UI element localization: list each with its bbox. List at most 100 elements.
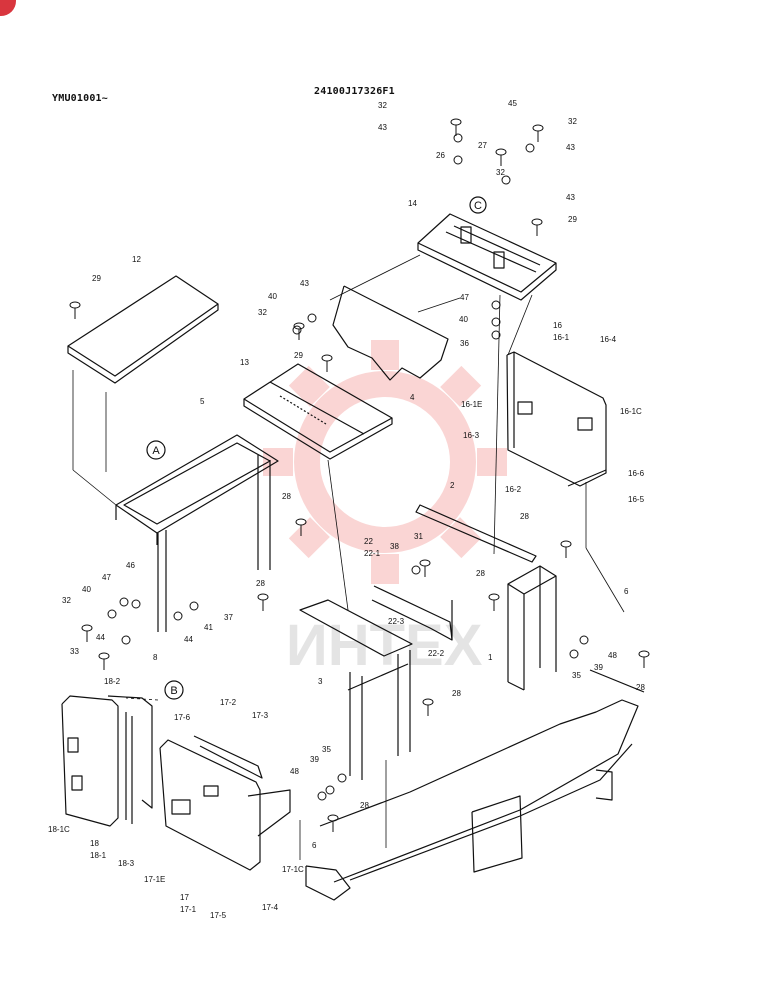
washer-icon <box>292 325 302 335</box>
part-number-label: 35 <box>572 671 581 680</box>
part-number-label: 27 <box>478 141 487 150</box>
part-number-label: 32 <box>568 117 577 126</box>
part-number-label: 41 <box>204 623 213 632</box>
part-number-label: 29 <box>92 274 101 283</box>
part-number-label: 17-6 <box>174 713 191 722</box>
part-22-bracket <box>371 585 453 641</box>
callout-circle-a: A <box>146 440 166 460</box>
part-number-label: 13 <box>240 358 249 367</box>
part-number-label: 16-4 <box>600 335 617 344</box>
part-4-panel <box>332 285 449 381</box>
part-number-label: 17-1E <box>144 875 165 884</box>
part-number-label: 47 <box>460 293 469 302</box>
washer-icon <box>107 609 117 619</box>
part-number-label: 31 <box>414 532 423 541</box>
part-number-label: 40 <box>459 315 468 324</box>
part-number-label: 18-2 <box>104 677 121 686</box>
bolt-icon <box>422 698 434 706</box>
bolt-icon <box>295 518 307 526</box>
part-number-label: 14 <box>408 199 417 208</box>
part-number-label: 22-2 <box>428 649 445 658</box>
base-frame <box>305 669 645 901</box>
washer-icon <box>525 143 535 153</box>
washer-icon <box>453 133 463 143</box>
part-18-side-cover <box>61 695 153 827</box>
part-number-label: 16-5 <box>628 495 645 504</box>
washer-icon <box>131 599 141 609</box>
part-number-label: 47 <box>102 573 111 582</box>
part-number-label: 6 <box>624 587 629 596</box>
bolt-icon <box>532 124 544 132</box>
watermark-gear-icon <box>263 340 507 584</box>
part-number-label: 22-3 <box>388 617 405 626</box>
part-number-label: 40 <box>82 585 91 594</box>
part-number-label: 38 <box>390 542 399 551</box>
washer-icon <box>121 635 131 645</box>
bolt-icon <box>321 354 333 362</box>
part-number-label: 40 <box>268 292 277 301</box>
washer-icon <box>491 330 501 340</box>
part-number-label: 45 <box>508 99 517 108</box>
part-number-label: 48 <box>290 767 299 776</box>
serial-range: YMU01001~ <box>52 93 108 104</box>
part-number-label: 43 <box>300 279 309 288</box>
part-number-label: 46 <box>126 561 135 570</box>
part-14-bracket <box>417 213 557 301</box>
part-number-label: 16 <box>553 321 562 330</box>
part-2-bar <box>415 504 537 563</box>
part-number-label: 29 <box>294 351 303 360</box>
part-number-label: 35 <box>322 745 331 754</box>
drawing-number: 24100J17326F1 <box>314 86 395 97</box>
part-number-label: 22 <box>364 537 373 546</box>
part-5-frame <box>115 434 279 632</box>
washer-icon <box>569 649 579 659</box>
part-12-cover-plate <box>67 275 219 384</box>
bolt-icon <box>488 593 500 601</box>
part-number-labels: 123456681213141616-116-1C16-1E16-216-316… <box>48 99 645 920</box>
part-number-label: 18-1C <box>48 825 70 834</box>
part-number-label: 17-1C <box>282 865 304 874</box>
part-number-label: 4 <box>410 393 415 402</box>
part-number-label: 29 <box>568 215 577 224</box>
part-13-grille <box>243 363 393 460</box>
part-number-label: 22-1 <box>364 549 381 558</box>
part-number-label: 33 <box>70 647 79 656</box>
watermark-logo: ИНТЕХ <box>263 340 507 678</box>
callout-label-c: C <box>474 200 482 212</box>
part-number-label: 18-3 <box>118 859 135 868</box>
part-number-label: 28 <box>360 801 369 810</box>
part-number-label: 28 <box>256 579 265 588</box>
bolt-icon <box>257 593 269 601</box>
part-number-label: 32 <box>378 101 387 110</box>
part-number-label: 28 <box>520 512 529 521</box>
washer-icon <box>579 635 589 645</box>
bolt-icon <box>638 650 650 658</box>
washer-icon <box>337 773 347 783</box>
part-number-label: 16-1E <box>461 400 482 409</box>
part-number-label: 43 <box>566 193 575 202</box>
part-number-label: 16-1 <box>553 333 570 342</box>
bolt-icon <box>531 218 543 226</box>
washer-icon <box>317 791 327 801</box>
washer-icon <box>453 155 463 165</box>
part-number-label: 3 <box>318 677 323 686</box>
bolt-icon <box>450 118 462 126</box>
part-number-label: 44 <box>184 635 193 644</box>
part-number-label: 28 <box>452 689 461 698</box>
bolt-icon <box>419 559 431 567</box>
part-1-leg <box>507 565 557 691</box>
part-number-label: 36 <box>460 339 469 348</box>
part-number-label: 5 <box>200 397 205 406</box>
washer-icon <box>501 175 511 185</box>
part-number-label: 44 <box>96 633 105 642</box>
part-number-label: 28 <box>636 683 645 692</box>
part-number-label: 16-2 <box>505 485 522 494</box>
bolt-icon <box>81 624 93 632</box>
watermark-text: ИНТЕХ <box>286 613 483 678</box>
callout-label-a: A <box>152 445 160 457</box>
callout-label-b: B <box>170 685 177 697</box>
washer-icon <box>491 300 501 310</box>
part-number-label: 17-2 <box>220 698 237 707</box>
part-number-label: 2 <box>450 481 455 490</box>
